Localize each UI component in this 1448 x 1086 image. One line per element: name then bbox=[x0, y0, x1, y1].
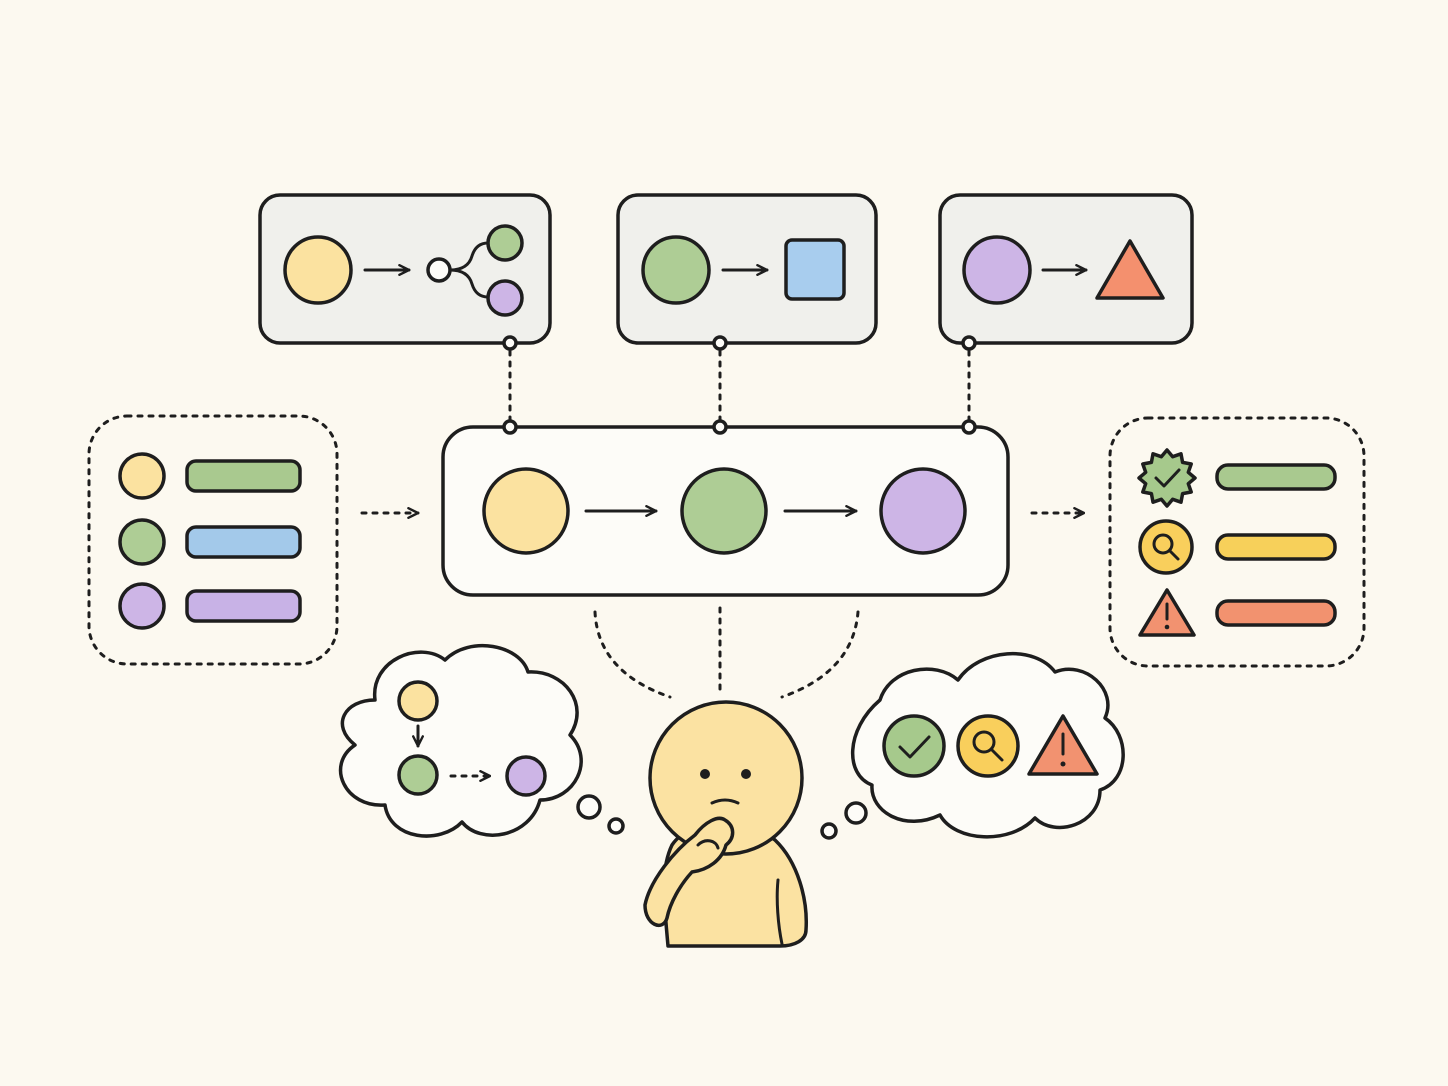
search-icon bbox=[1138, 519, 1194, 575]
input-bar-green bbox=[185, 459, 302, 493]
output-bar-yellow bbox=[1215, 533, 1337, 561]
thought-trail-dot bbox=[820, 822, 838, 840]
person-mouth bbox=[710, 798, 740, 805]
input-circle bbox=[962, 235, 1032, 305]
branch-icon bbox=[426, 224, 524, 317]
input-dot-purple bbox=[118, 582, 166, 630]
orange-triangle bbox=[1095, 239, 1165, 300]
thought-connectors bbox=[593, 606, 860, 699]
output-list-panel bbox=[1108, 416, 1366, 668]
output-bar-green bbox=[1215, 463, 1337, 491]
thought-trail-dot bbox=[607, 817, 625, 835]
top-panel-square bbox=[616, 193, 878, 345]
check-icon bbox=[882, 714, 946, 778]
left-thought-bubble bbox=[338, 643, 625, 838]
output-bar-orange bbox=[1215, 599, 1337, 627]
thought-trail-dot bbox=[576, 794, 602, 820]
input-bar-purple bbox=[185, 589, 302, 623]
warning-icon bbox=[1027, 714, 1099, 776]
input-list-panel bbox=[87, 414, 339, 666]
flow-sketch bbox=[397, 680, 547, 797]
person-head bbox=[648, 700, 804, 856]
main-pipeline bbox=[441, 425, 1010, 597]
pipeline-node-green bbox=[680, 467, 768, 555]
thought-trail-dot bbox=[844, 801, 868, 825]
person-finger bbox=[696, 839, 720, 850]
input-circle bbox=[641, 235, 711, 305]
top-panel-triangle bbox=[938, 193, 1194, 345]
input-list-frame bbox=[87, 414, 339, 666]
pipeline-node-purple bbox=[879, 467, 967, 555]
person-hand bbox=[643, 816, 735, 928]
input-bar-blue bbox=[185, 525, 302, 559]
input-dot-green bbox=[118, 518, 166, 566]
input-dot-yellow bbox=[118, 452, 166, 500]
blue-square bbox=[784, 238, 846, 301]
search-icon bbox=[956, 714, 1020, 778]
connector-dots bbox=[502, 335, 977, 435]
warning-icon bbox=[1138, 588, 1196, 637]
input-circle bbox=[283, 235, 353, 305]
pipeline-node-yellow bbox=[482, 467, 570, 555]
output-list-frame bbox=[1108, 416, 1366, 668]
person-eye bbox=[700, 769, 710, 779]
person-arm-line bbox=[775, 878, 784, 946]
person-eye bbox=[741, 769, 751, 779]
right-thought-bubble bbox=[820, 652, 1125, 840]
panel-connectors bbox=[508, 349, 971, 422]
top-panel-branch bbox=[258, 193, 552, 345]
thinking-person-icon bbox=[643, 700, 808, 948]
check-badge-icon bbox=[1137, 448, 1197, 508]
